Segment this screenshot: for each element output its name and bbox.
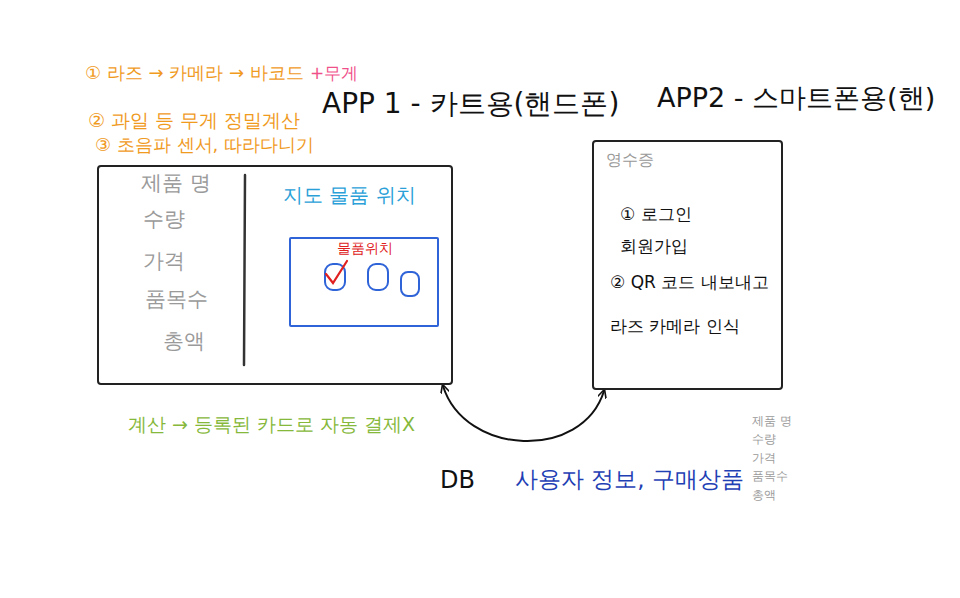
text-holder: APP 1 - 카트용(핸드폰) xyxy=(322,87,619,121)
shelf-marker xyxy=(401,272,419,296)
column-divider xyxy=(244,175,245,365)
field-name: 가격 xyxy=(752,451,792,465)
check-mark xyxy=(326,261,347,283)
payment-note: 계산 → 등록된 카드로 자동 결제X xyxy=(128,413,415,436)
store-map: 지도 물품 위치물품위치 xyxy=(289,237,439,327)
text-holder: 품목수 xyxy=(145,287,208,312)
app-title: APP 1 - 카트용(핸드폰) xyxy=(322,87,619,121)
phone-app-screen: APP2 - 스마트폰용(핸)영수증① 로그인 회원가입② QR 코드 내보내고… xyxy=(592,140,783,390)
text-holder: APP2 - 스마트폰용(핸) xyxy=(657,82,935,114)
shelf-marker xyxy=(368,264,388,290)
field-name: 제품 명 xyxy=(752,414,792,428)
receipt-label: 영수증 xyxy=(606,150,654,169)
text-holder: ① 로그인 회원가입 xyxy=(620,198,730,263)
text-holder: 가격 xyxy=(143,249,185,274)
step-text: ② QR 코드 내보내고 라즈 카메라 인식 xyxy=(610,260,775,348)
note-text: ③ 초음파 센서, 따라다니기 xyxy=(95,134,314,156)
text-holder: ② QR 코드 내보내고 라즈 카메라 인식 xyxy=(610,260,775,348)
text-holder: 지도 물품 위치 xyxy=(283,183,416,207)
cart-app-screen: APP 1 - 카트용(핸드폰)제품 명수량가격품목수총액지도 물품 위치물품위… xyxy=(97,165,453,385)
text-holder: 물품위치 xyxy=(337,240,393,257)
app-title: APP2 - 스마트폰용(핸) xyxy=(657,82,935,114)
field-list: 제품 명수량가격품목수총액 xyxy=(752,414,792,502)
field-name: 총액 xyxy=(163,329,205,354)
db-label: DB xyxy=(440,466,475,495)
field-name: 가격 xyxy=(143,249,185,274)
text-holder: 제품 명 xyxy=(141,171,211,196)
sync-arrow xyxy=(443,386,604,441)
text-holder: 총액 xyxy=(163,329,205,354)
text-holder: 사용자 정보, 구매상품 xyxy=(515,466,744,494)
field-name: 품목수 xyxy=(145,287,208,312)
text-holder: 영수증 xyxy=(606,150,654,169)
text-holder: 수량 xyxy=(143,207,185,232)
field-name: 수량 xyxy=(143,207,185,232)
text-holder: ② 과일 등 무게 정밀계산 xyxy=(88,109,300,132)
text-holder: 계산 → 등록된 카드로 자동 결제X xyxy=(128,413,415,436)
field-name: 제품 명 xyxy=(141,171,211,196)
item-location: 물품위치 xyxy=(337,240,393,257)
field-name: 수량 xyxy=(752,432,792,446)
note-row: ① 라즈 → 카메라 → 바코드 +무게 xyxy=(85,62,358,84)
note-text: +무게 xyxy=(310,63,358,83)
map-heading: 지도 물품 위치 xyxy=(283,183,416,207)
field-name: 총액 xyxy=(752,488,792,502)
text-holder: ③ 초음파 센서, 따라다니기 xyxy=(95,134,314,156)
field-name: 품목수 xyxy=(752,469,792,483)
note-text: ② 과일 등 무게 정밀계산 xyxy=(88,109,300,132)
text-holder: DB xyxy=(440,466,475,495)
db-content: 사용자 정보, 구매상품 xyxy=(515,466,744,494)
step-text: ① 로그인 회원가입 xyxy=(620,198,730,263)
note-text: ① 라즈 → 카메라 → 바코드 xyxy=(85,62,304,84)
